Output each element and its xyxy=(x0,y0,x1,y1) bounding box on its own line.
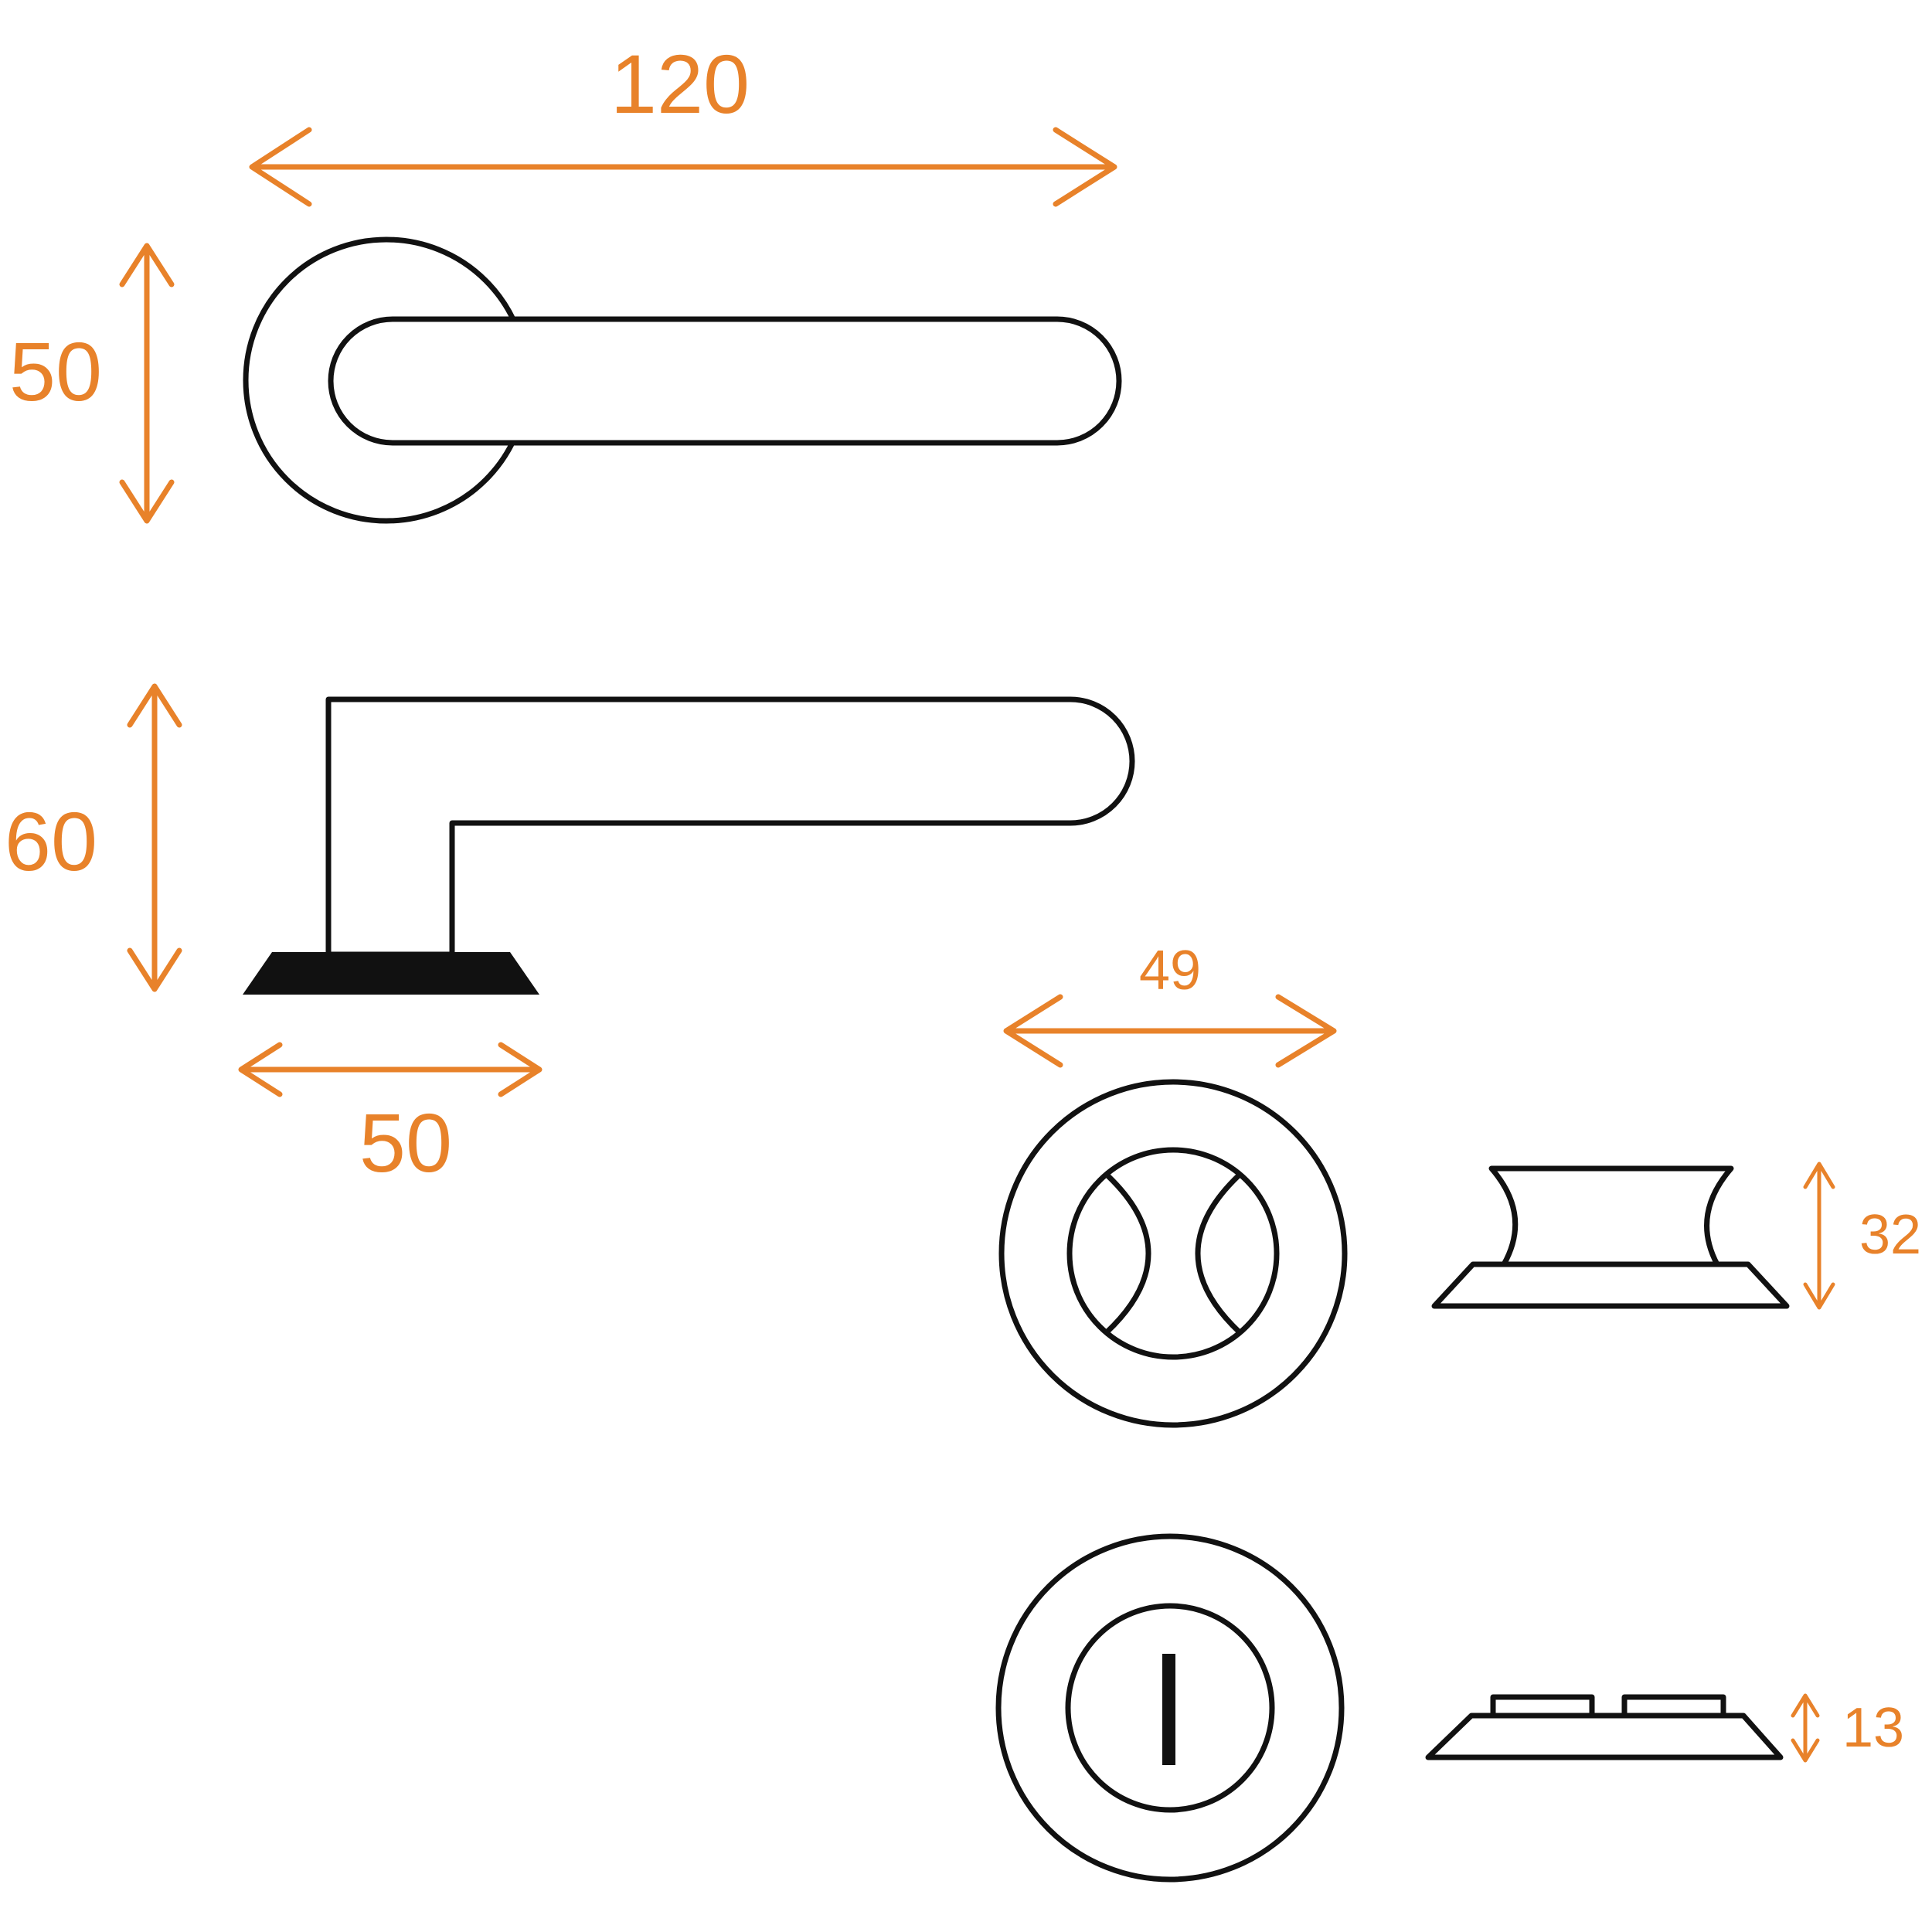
turn-rose-diameter-label: 49 xyxy=(1139,940,1201,1002)
arrowhead-top xyxy=(127,683,182,728)
arrowhead-left xyxy=(1003,994,1063,1068)
dimension-turn-height: 32 xyxy=(1803,1162,1921,1310)
dimension-turn-rose-diameter: 49 xyxy=(1003,940,1337,1068)
escutcheon-slot xyxy=(1162,1654,1175,1765)
escutcheon-side-tab-right xyxy=(1621,1694,1726,1719)
thumb-turn-left-curve xyxy=(1104,1172,1151,1335)
arrowhead-right xyxy=(1275,994,1337,1068)
release-escutcheon-side-view xyxy=(1425,1694,1784,1760)
arrowhead-right xyxy=(498,1042,543,1097)
thumb-turn-front-view xyxy=(998,1079,1348,1428)
arrowhead-left xyxy=(249,127,312,207)
turn-height-label: 32 xyxy=(1859,1204,1921,1266)
arrowhead-top xyxy=(1791,1693,1820,1718)
thumb-turn-rose-inner xyxy=(1066,1147,1280,1360)
arrowhead-bottom xyxy=(119,479,175,524)
lever-height-label: 60 xyxy=(5,794,97,888)
escutcheon-side-tab-left xyxy=(1490,1694,1595,1719)
lever-side-profile xyxy=(325,696,1135,957)
base-width-label: 50 xyxy=(359,1096,452,1189)
arrowhead-top xyxy=(119,243,175,287)
dimension-lever-length: 120 xyxy=(249,37,1117,207)
arrowhead-left xyxy=(238,1042,283,1097)
arrowhead-bottom xyxy=(1803,1282,1835,1310)
lever-front-view xyxy=(243,236,1122,524)
arrowhead-top xyxy=(1803,1162,1835,1189)
arrowhead-bottom xyxy=(127,947,182,992)
thumb-turn-right-curve xyxy=(1195,1172,1243,1335)
arrowhead-bottom xyxy=(1791,1738,1820,1763)
arrowhead-right xyxy=(1053,127,1117,207)
lever-grip xyxy=(328,316,1122,446)
dimension-escutcheon-height: 13 xyxy=(1791,1693,1904,1763)
lever-length-label: 120 xyxy=(611,37,750,131)
rose-diameter-label: 50 xyxy=(9,325,102,418)
dimension-base-width: 50 xyxy=(238,1042,543,1189)
lever-side-view xyxy=(243,696,1135,995)
dimension-rose-diameter: 50 xyxy=(9,243,175,524)
escutcheon-side-base xyxy=(1425,1713,1784,1760)
escutcheon-height-label: 13 xyxy=(1842,1697,1904,1759)
thumb-turn-base-profile xyxy=(1431,1261,1790,1309)
release-escutcheon-front-view xyxy=(995,1533,1345,1883)
thumb-turn-side-view xyxy=(1431,1165,1790,1309)
dimension-lever-height: 60 xyxy=(5,683,182,992)
lever-side-base xyxy=(243,952,539,995)
thumb-turn-knob-profile xyxy=(1488,1165,1734,1267)
